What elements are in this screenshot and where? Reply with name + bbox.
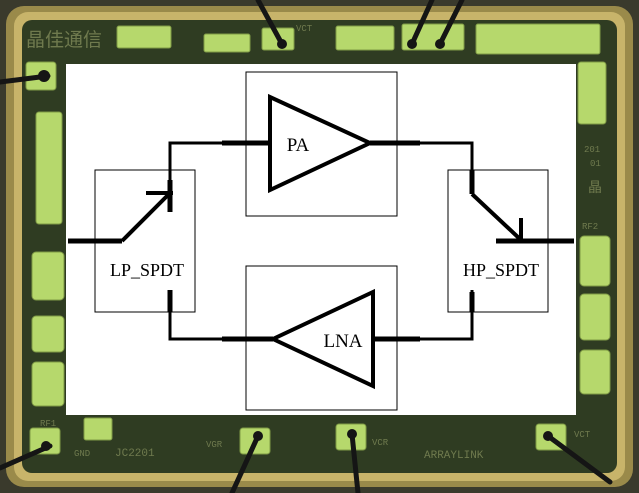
pad-label-rf2: RF2 xyxy=(582,222,598,232)
right-pads xyxy=(577,61,611,395)
bond-ball xyxy=(41,441,51,451)
pad xyxy=(29,427,61,455)
pad-label-rf1: RF1 xyxy=(40,419,56,429)
lp-spdt-label: LP_SPDT xyxy=(110,260,184,280)
bond-balls xyxy=(38,39,553,451)
pad-label-vct-top: VCT xyxy=(296,24,313,34)
pad xyxy=(116,25,172,49)
bond-ball xyxy=(407,39,417,49)
pad xyxy=(31,251,65,301)
part-marking: JC2201 xyxy=(115,448,155,460)
bond-wire xyxy=(255,0,285,47)
side-glyph: 晶 xyxy=(588,181,602,197)
bond-ball xyxy=(347,429,357,439)
bond-ball xyxy=(277,39,287,49)
bond-ball xyxy=(38,70,50,82)
pad-label-vct-bottom: VCT xyxy=(574,430,591,440)
hp-spdt-switch-arm xyxy=(470,192,523,242)
pad xyxy=(579,293,611,341)
pad xyxy=(579,235,611,287)
pad xyxy=(579,349,611,395)
pad xyxy=(335,25,395,51)
bond-wire xyxy=(437,0,465,47)
bond-wire xyxy=(0,443,53,471)
pad-label-vcr: VCR xyxy=(372,438,389,448)
pad xyxy=(475,23,601,55)
pad xyxy=(577,61,607,125)
pad xyxy=(203,33,251,53)
pad xyxy=(31,315,65,353)
bond-ball xyxy=(435,39,445,49)
top-pads xyxy=(116,23,601,55)
bond-wire xyxy=(545,433,613,485)
bond-wire xyxy=(409,0,435,47)
side-marking: 201 xyxy=(584,145,600,155)
pad xyxy=(35,111,63,225)
lna-label: LNA xyxy=(323,331,362,352)
block-diagram xyxy=(68,71,574,411)
brand-marking: 晶佳通信 xyxy=(26,29,102,52)
bond-wire xyxy=(229,433,261,493)
bond-ball xyxy=(253,431,263,441)
pa-label: PA xyxy=(287,135,310,156)
bond-wire xyxy=(349,431,361,493)
lp-spdt-switch-arm xyxy=(120,191,172,243)
left-pads xyxy=(25,61,65,455)
maker-marking: ARRAYLINK xyxy=(424,450,484,462)
pad xyxy=(31,361,65,407)
side-marking-2: 01 xyxy=(590,159,601,169)
hp-spdt-label: HP_SPDT xyxy=(463,260,539,280)
pad-label-vgr: VGR xyxy=(206,440,223,450)
bond-ball xyxy=(543,431,553,441)
pad-label-gnd: GND xyxy=(74,449,90,459)
pad xyxy=(83,417,113,441)
